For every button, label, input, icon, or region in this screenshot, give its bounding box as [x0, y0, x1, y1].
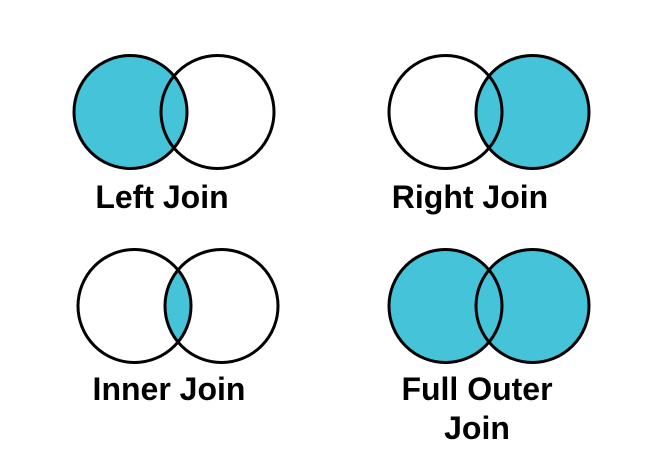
full-outer-join-left-circle-outline: [387, 248, 504, 364]
inner-join-right-circle-outline: [163, 248, 280, 364]
right-join-right-circle-outline: [474, 54, 591, 170]
right-join-shaded-right-circle: [476, 55, 589, 169]
full-outer-join-right-circle-outline: [474, 248, 591, 364]
left-join-left-circle-outline: [72, 54, 189, 170]
left-join-label: Left Join: [95, 179, 229, 215]
full-outer-join-label-line-1: Full Outer: [401, 371, 553, 407]
full-outer-join-shaded-right-circle: [476, 249, 589, 363]
right-join-left-circle-outline: [387, 54, 504, 170]
full-outer-join-venn-diagram: [387, 248, 591, 364]
right-join-label: Right Join: [391, 179, 549, 215]
left-join-shaded-left-circle: [74, 55, 187, 169]
full-outer-join-shaded-left-circle: [389, 249, 502, 363]
inner-join-venn-diagram: [76, 248, 280, 364]
left-join-right-circle-outline: [159, 54, 276, 170]
left-join-venn-diagram: [72, 54, 276, 170]
inner-join-left-circle-outline: [76, 248, 193, 364]
full-outer-join-label: Full Outer Join: [401, 370, 552, 448]
inner-join-label: Inner Join: [92, 371, 246, 407]
full-outer-join-label-line-2: Join: [444, 410, 510, 446]
right-join-venn-diagram: [387, 54, 591, 170]
